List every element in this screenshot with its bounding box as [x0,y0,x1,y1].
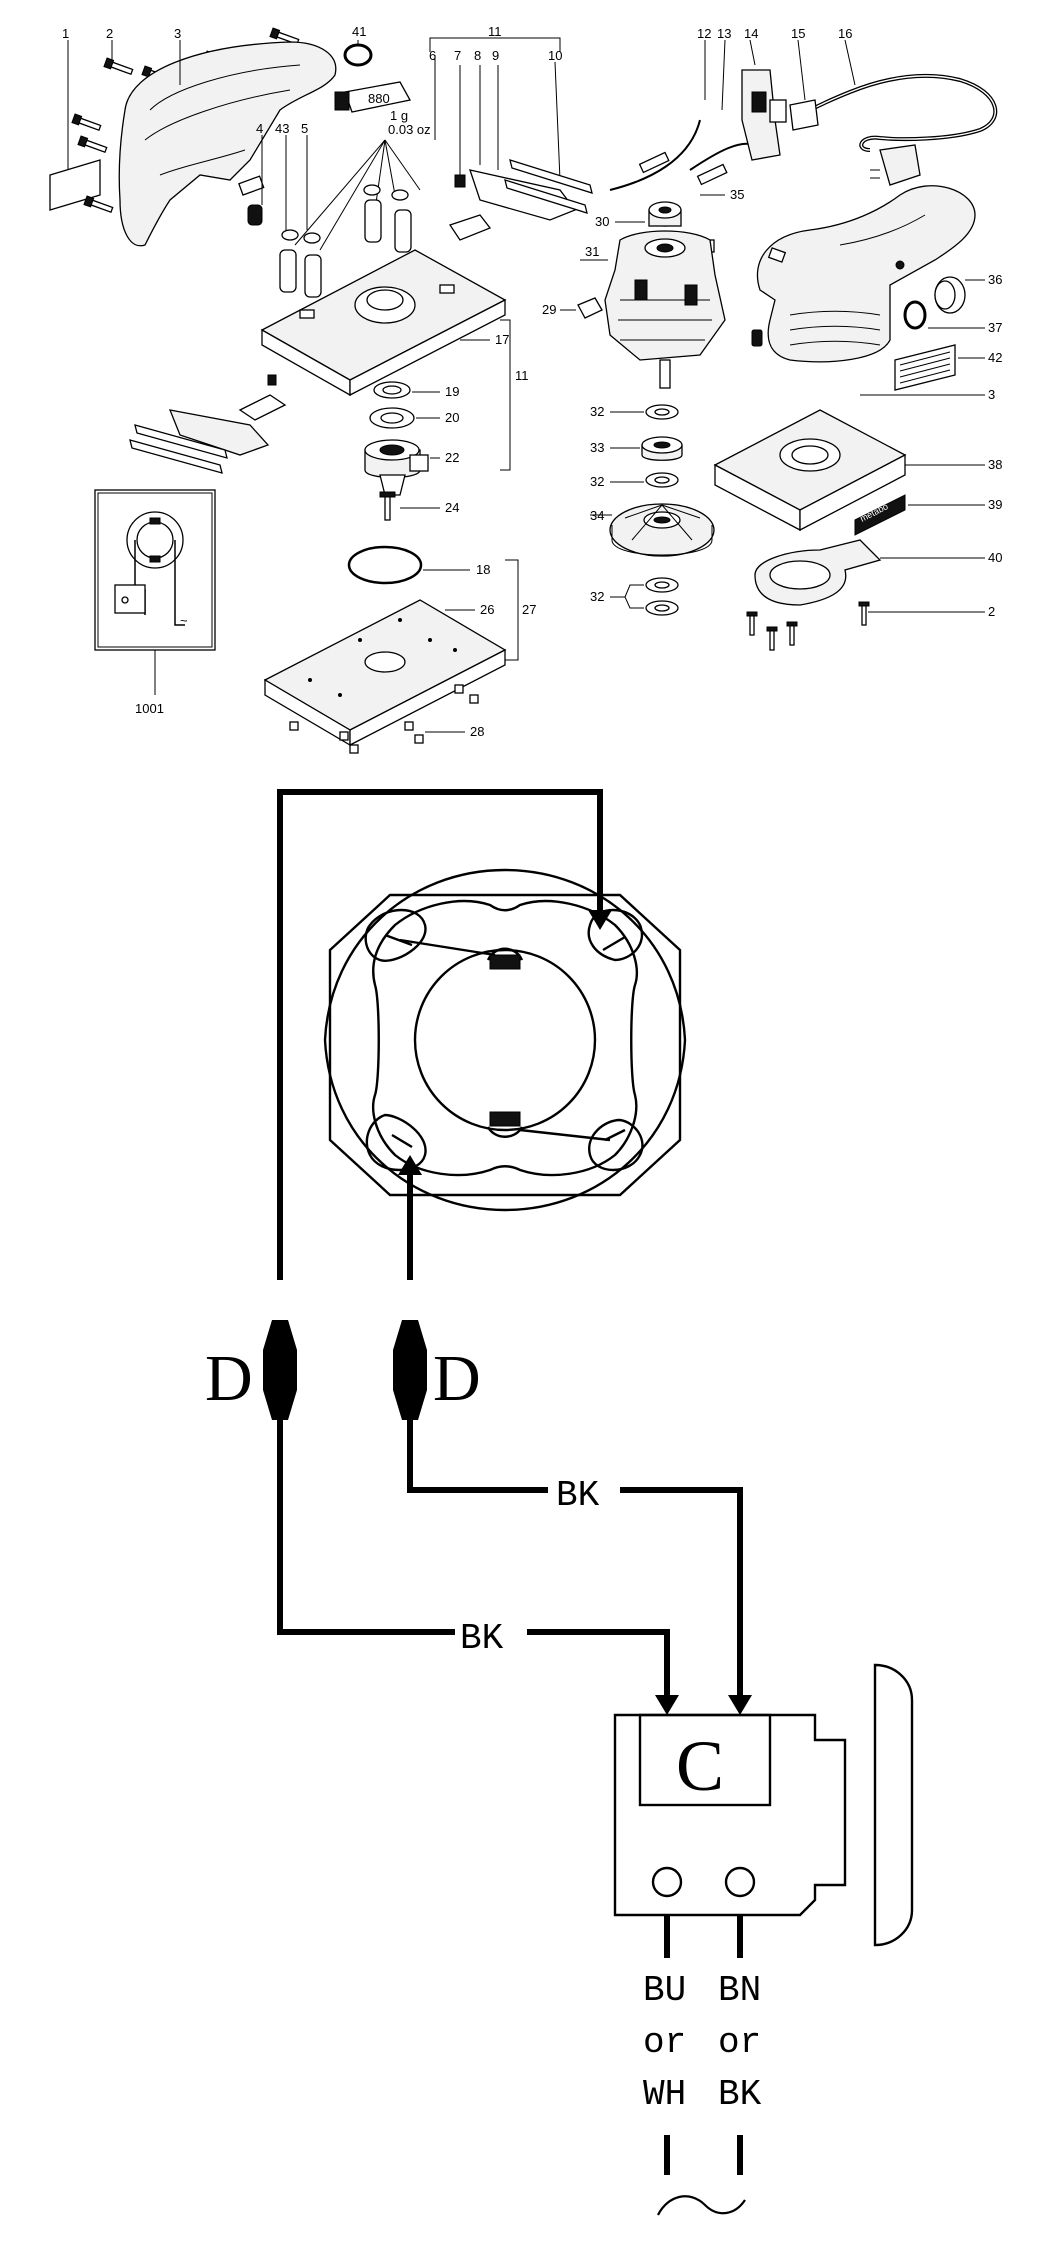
terminal-right [724,1866,756,1898]
terminal-left-line-2: or [643,2022,686,2063]
wiring-diagram: D D BK BK C BU or WH BN or BK [205,789,914,2216]
callout-30: 30 [595,214,609,229]
callout-14: 14 [744,26,758,41]
part-17-base-plate: 17 11 [260,249,529,471]
callout-32-c: 32 [590,589,604,604]
callout-12: 12 [697,26,711,41]
part-41-o-ring: 41 [343,24,373,67]
switch-trigger [873,1663,914,1947]
callout-36: 36 [988,272,1002,287]
callout-15: 15 [791,26,805,41]
callout-18: 18 [476,562,490,577]
arrow-top-brush [588,910,612,930]
callout-41: 41 [352,24,366,39]
wire-label-upper: BK [556,1475,600,1516]
callout-11-side: 11 [515,368,529,383]
switch: C [613,1663,914,1947]
supply-leads: BU or WH BN or BK [643,1915,762,2216]
callout-1: 1 [62,26,69,41]
connector-right: D [393,1320,481,1420]
callout-4: 4 [256,121,263,136]
callout-40: 40 [988,550,1002,565]
bk-label-bg-lower [455,1614,527,1652]
callout-32-b: 32 [590,474,604,489]
grease-label: 880 [368,91,390,106]
callout-2-right: 2 [988,604,995,619]
callout-8: 8 [474,48,481,63]
callout-37: 37 [988,320,1002,335]
callout-24: 24 [445,500,459,515]
callout-2: 2 [106,26,113,41]
callout-42: 42 [988,350,1002,365]
callout-6: 6 [429,48,436,63]
connector-left: D [205,1320,297,1420]
wire-label-lower: BK [460,1618,504,1659]
arrow-bottom-brush [398,1155,422,1175]
arrow-switch-right [728,1695,752,1715]
terminal-left [651,1866,683,1898]
terminal-left-line-1: BU [643,1970,686,2011]
callout-13: 13 [717,26,731,41]
callout-10: 10 [548,48,562,63]
callout-1001: 1001 [135,701,164,716]
callout-17: 17 [495,332,509,347]
callout-31: 31 [585,244,599,259]
parts-18-26-27-28: 18 26 27 28 [263,545,536,754]
callout-16: 16 [838,26,852,41]
callout-26: 26 [480,602,494,617]
callout-27: 27 [522,602,536,617]
grease-qty-oz: 0.03 oz [388,122,431,137]
callout-33: 33 [590,440,604,455]
callout-32-a: 32 [590,404,604,419]
stator [323,868,687,1212]
callout-11-top: 11 [488,24,502,39]
main-housing-right: 36 37 42 3 [751,185,1002,402]
terminal-right-line-1: BN [718,1970,761,2011]
dust-cover-parts: 38 metabo 39 40 2 [713,409,1002,651]
callout-35: 35 [730,187,744,202]
callout-3: 3 [174,26,181,41]
exploded-view: 1 2 3 41 [49,24,1002,754]
connector-left-label: D [205,1342,253,1415]
callout-9: 9 [492,48,499,63]
callout-28: 28 [470,724,484,739]
parts-7-10-pad-set [448,159,593,241]
inset-1001-wiring-detail: ~ 1001 [94,489,216,716]
parts-19-20-22-24: 19 20 22 24 [364,381,459,521]
terminal-left-line-3: WH [643,2074,686,2115]
callout-38: 38 [988,457,1002,472]
terminal-right-line-2: or [718,2022,761,2063]
bracket-11-top: 11 6 7 8 9 10 [429,24,562,181]
callout-20: 20 [445,410,459,425]
arrow-switch-left [655,1695,679,1715]
switch-and-cable: 12 13 14 15 16 35 [609,26,998,202]
parts-4-43-5-sleeves: 4 43 5 [247,121,412,298]
left-pad-parts [129,374,287,474]
callout-22: 22 [445,450,459,465]
motor-assembly: 30 31 29 32 33 [542,201,726,616]
connector-right-label: D [433,1342,481,1415]
switch-label: C [676,1726,724,1806]
callout-34: 34 [590,508,604,523]
callout-39: 39 [988,497,1002,512]
grease-tube: 880 1 g 0.03 oz [294,81,431,251]
callout-7: 7 [454,48,461,63]
callout-43: 43 [275,121,289,136]
part-3-housing-half: 3 [118,26,337,247]
callout-3-right: 3 [988,387,995,402]
callout-29: 29 [542,302,556,317]
grease-qty-g: 1 g [390,108,408,123]
callout-5: 5 [301,121,308,136]
terminal-right-line-3: BK [718,2074,762,2115]
callout-19: 19 [445,384,459,399]
inset-ac-symbol: ~ [180,613,188,628]
ac-symbol-wave [657,2195,746,2216]
bk-label-bg-upper [548,1472,620,1510]
